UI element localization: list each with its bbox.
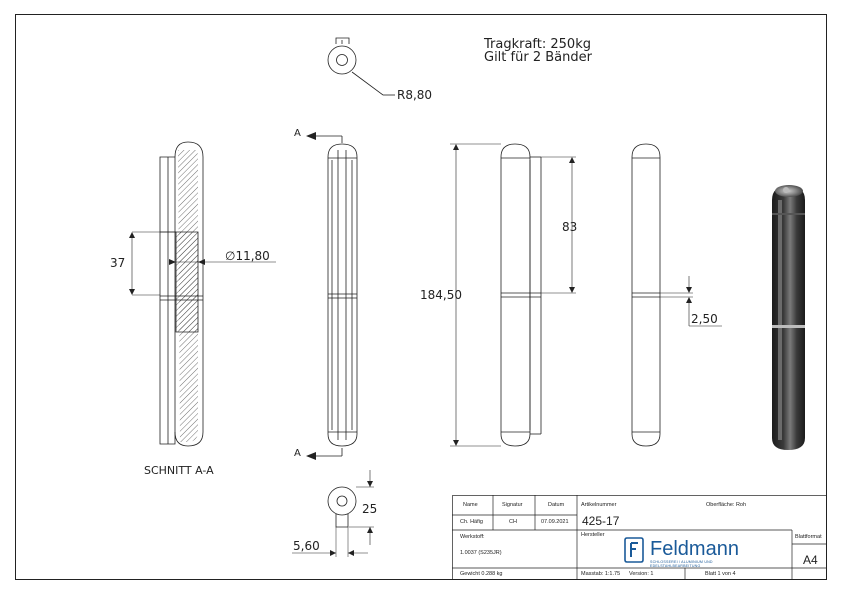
side-view-b: [450, 143, 576, 447]
feldmann-logo-text: Feldmann: [650, 538, 739, 560]
3d-render: [772, 185, 805, 450]
tb-value-scale: Masstab: 1:1.75: [581, 571, 621, 577]
tb-header-manufacturer: Hersteller: [581, 532, 605, 538]
title-block: Name Signatur Datum Ch. Häfig CH 07.09.2…: [452, 495, 827, 580]
tb-header-sheet-format: Blattformat: [795, 534, 822, 540]
section-marker-top: A: [294, 128, 301, 139]
pin-width-dimension: 5,60: [293, 539, 320, 553]
radius-dimension: R8,80: [397, 88, 433, 102]
tb-header-material: Werkstoff:: [460, 534, 485, 540]
title-block-grid: [452, 495, 827, 580]
top-view: [327, 37, 395, 96]
tb-value-version: Version: 1: [629, 571, 654, 577]
tb-value-material: 1.0037 (S235JR): [460, 550, 502, 556]
tb-value-signature: CH: [509, 519, 517, 525]
section-caption: SCHNITT A-A: [144, 464, 214, 477]
feldmann-logo: Feldmann SCHLOSSEREI / ALUMINIUM UND EDE…: [623, 536, 743, 568]
tb-value-date: 07.09.2021: [541, 519, 569, 525]
section-marker-bottom: A: [294, 448, 301, 459]
gap-dimension: 2,50: [691, 312, 718, 326]
upper-part-dimension: 83: [562, 220, 578, 234]
feldmann-logo-tagline: SCHLOSSEREI / ALUMINIUM UND EDELSTAHLBEA…: [650, 560, 713, 568]
tb-header-signature: Signatur: [502, 502, 523, 508]
diameter-value: 11,80: [235, 249, 270, 263]
drawing-frame: [15, 14, 827, 580]
tb-header-date: Datum: [548, 502, 565, 508]
tb-value-format: A4: [803, 553, 818, 567]
bottom-view: [292, 470, 374, 557]
tb-header-name: Name: [463, 502, 478, 508]
tb-header-surface: Oberfläche: Roh: [706, 502, 747, 508]
tb-header-article-number: Artikelnummer: [581, 502, 617, 508]
section-view: [129, 141, 276, 447]
tb-value-sheet: Blatt 1 von 4: [705, 571, 736, 577]
side-view-a: [306, 132, 358, 460]
side-view-c: [631, 143, 722, 447]
tb-value-weight: Gewicht 0.288 kg: [460, 571, 503, 577]
head-height-dimension: 25: [362, 502, 378, 516]
tb-value-article-number: 425-17: [582, 514, 620, 528]
feldmann-logo-icon: [624, 537, 644, 563]
load-capacity-note: Tragkraft: 250kg: [484, 37, 591, 52]
diameter-symbol: ∅: [225, 249, 236, 263]
total-length-dimension: 184,50: [420, 288, 462, 302]
valid-for-note: Gilt für 2 Bänder: [484, 50, 592, 65]
tb-value-name: Ch. Häfig: [460, 519, 483, 525]
diameter-dimension: ∅11,80: [225, 250, 270, 262]
section-length-dimension: 37: [110, 256, 126, 270]
